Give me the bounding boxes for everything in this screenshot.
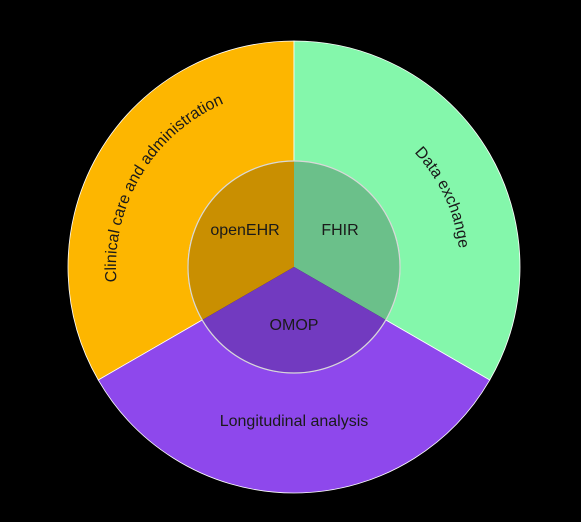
inner-segment-openehr (188, 161, 294, 320)
inner-ring (188, 161, 401, 374)
inner-label-fhir: FHIR (321, 222, 358, 239)
inner-label-openehr: openEHR (210, 222, 279, 239)
inner-segment-omop (202, 267, 386, 374)
outer-ring (67, 40, 521, 494)
inner-segment-fhir (294, 161, 401, 320)
inner-label-omop: OMOP (270, 317, 319, 334)
inner-circle-outline (187, 160, 401, 374)
outer-label-longitudinal-analysis: Longitudinal analysis (220, 413, 369, 430)
